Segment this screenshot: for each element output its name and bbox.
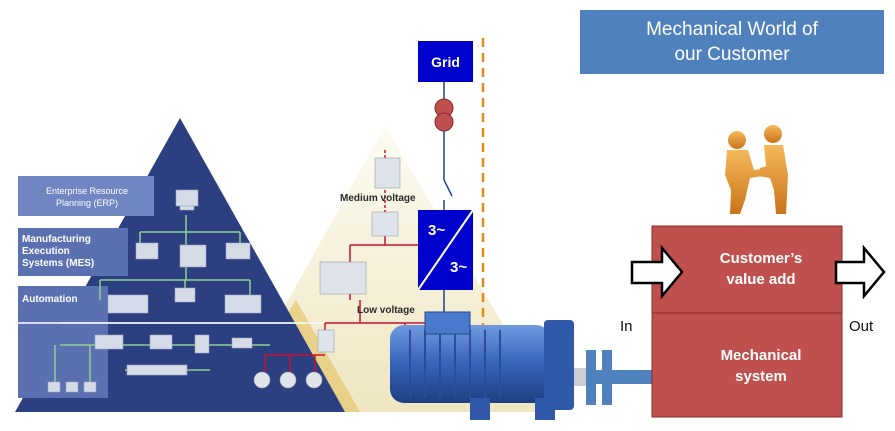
converter-output-label: 3~ [450,259,468,276]
handshake-icon [725,125,788,214]
hmi-computer-icon [174,287,196,303]
mechanical-system-label: Mechanical system [720,347,802,385]
erp-computer-icon [175,189,199,207]
erp-band [18,176,154,216]
breaker-switch-icon [443,179,453,197]
mes-panel-icon [225,242,251,260]
mechanical-system-box [651,312,843,418]
lv-motor-icon [253,371,271,389]
automation-layer-label: Automation [22,294,78,305]
grid-label: Grid [431,53,460,70]
input-arrow-icon [630,244,684,300]
transformer-bottom-icon [434,112,454,132]
io-module-icon [94,334,124,350]
grid-box: Grid [418,41,473,82]
medium-voltage-label: Medium voltage [340,193,416,204]
plc-2-icon [224,294,262,314]
value-add-label: Customer’s value add [719,250,803,288]
low-voltage-label: Low voltage [357,305,415,316]
automation-devices [47,189,262,393]
motor-icon [390,311,586,420]
drive-row-icon [126,364,188,376]
lv-switchboard-icon [319,261,367,295]
lv-motor-2-icon [305,371,323,389]
lv-drive-icon [317,329,335,353]
coupling-icon [586,350,656,405]
page-title-box: Mechanical World of our Customer [580,10,884,74]
mes-band [18,228,128,276]
mv-switchgear-icon [374,157,401,189]
page-title-line2: our Customer [674,44,790,65]
mv-transformer-icon [371,211,399,237]
converter-input-label: 3~ [428,222,446,239]
in-label: In [620,318,633,335]
converter-diagonal [417,209,474,291]
output-arrow-icon [834,244,886,300]
mes-server-icon [179,244,207,268]
lamp-icon [279,371,297,389]
out-label: Out [849,318,874,335]
automation-band [18,286,108,398]
mes-computer-icon [135,242,159,260]
mes-layer-label: Manufacturing Execution Systems (MES) [22,234,95,269]
power-devices [253,157,401,389]
page-title-line1: Mechanical World of [646,19,818,40]
plc-icon [107,294,149,314]
erp-layer-label: Enterprise Resource Planning (ERP) [45,186,129,208]
